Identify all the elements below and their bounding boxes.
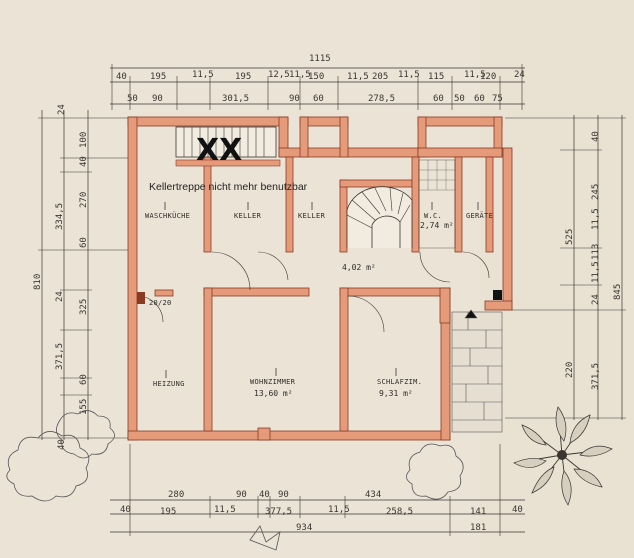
spiral-staircase [346,186,413,248]
room-schlafzim-area: 9,31 m² [379,389,413,398]
svg-text:220: 220 [565,362,575,378]
wc-tiles [418,159,456,249]
cross-marks: XX [196,133,242,168]
svg-text:434: 434 [365,490,381,500]
svg-text:60: 60 [313,94,324,104]
palm-tree-right [513,406,613,506]
svg-text:100: 100 [79,132,89,148]
basement-stairs: XX [175,126,281,168]
svg-text:11,5: 11,5 [398,70,420,80]
svg-text:60: 60 [79,374,89,385]
room-heizung: HEIZUNG [153,380,185,388]
svg-text:90: 90 [278,490,289,500]
svg-text:120: 120 [480,72,496,82]
svg-text:195: 195 [235,72,251,82]
svg-text:90: 90 [236,490,247,500]
svg-text:40: 40 [512,505,523,515]
svg-text:40: 40 [120,505,131,515]
room-waschkueche: WASCHKÜCHE [145,211,190,220]
svg-text:40: 40 [259,490,270,500]
svg-text:11,5: 11,5 [289,70,311,80]
svg-text:11,5: 11,5 [591,261,601,283]
svg-text:245: 245 [591,184,601,200]
svg-text:11,5: 11,5 [464,70,486,80]
room-keller-1: KELLER [234,212,262,220]
svg-text:50: 50 [127,94,138,104]
svg-text:278,5: 278,5 [368,94,395,104]
svg-text:270: 270 [79,192,89,208]
svg-text:11,5: 11,5 [328,505,350,515]
room-wohnzimmer-area: 13,60 m² [254,389,293,398]
tree-left [6,410,115,502]
label-ticks [164,202,479,378]
room-geraete: GERÄTE [466,211,493,220]
room-flur-area: 4,02 m² [342,263,376,272]
room-wc-area: 2,74 m² [420,221,454,230]
room-wc: W.C. [424,212,442,220]
svg-text:155: 155 [79,399,89,415]
svg-text:371,5: 371,5 [55,343,65,370]
door-swings [136,251,490,333]
svg-text:60: 60 [474,94,485,104]
svg-text:90: 90 [289,94,300,104]
svg-text:195: 195 [150,72,166,82]
chimney-size: 20/20 [149,299,172,307]
room-keller-2: KELLER [298,212,326,220]
dimension-bottom: 280 90 40 90 434 40 195 11,5 377,5 11,5 … [110,444,525,536]
svg-text:845: 845 [613,284,623,300]
svg-text:115: 115 [428,72,444,82]
svg-text:75: 75 [492,94,503,104]
svg-text:181: 181 [470,523,486,533]
svg-text:11,5: 11,5 [192,70,214,80]
svg-text:325: 325 [79,299,89,315]
svg-text:40: 40 [116,72,127,82]
svg-text:24: 24 [591,294,601,305]
svg-text:150: 150 [308,72,324,82]
svg-text:60: 60 [79,237,89,248]
svg-text:24: 24 [55,291,65,302]
svg-text:11,5: 11,5 [214,505,236,515]
dim-top-total: 1115 [309,54,331,64]
svg-text:50: 50 [454,94,465,104]
stone-path [451,309,503,433]
stairs-note: Kellertreppe nicht mehr benutzbar [149,181,308,193]
chimney [137,290,502,304]
dimension-right: 40 245 11,5 113 11,5 24 371,5 525 220 84… [505,115,626,420]
svg-text:24: 24 [514,70,525,80]
svg-text:205: 205 [372,72,388,82]
svg-text:90: 90 [152,94,163,104]
dimension-top: 1115 40 195 11,5 195 12,5 11,5 150 11,5 … [110,54,525,110]
svg-text:377,5: 377,5 [265,507,292,517]
room-schlafzim: SCHLAFZIM. [377,378,422,386]
svg-text:301,5: 301,5 [222,94,249,104]
svg-text:258,5: 258,5 [386,507,413,517]
svg-text:11,5: 11,5 [347,72,369,82]
svg-text:12,5: 12,5 [268,70,290,80]
room-wohnzimmer: WOHNZIMMER [250,378,296,386]
svg-text:24: 24 [57,104,67,115]
svg-text:141: 141 [470,507,486,517]
room-labels: WASCHKÜCHE KELLER KELLER W.C. 2,74 m² GE… [145,211,493,398]
svg-text:195: 195 [160,507,176,517]
svg-text:334,5: 334,5 [55,203,65,230]
svg-text:40: 40 [79,156,89,167]
tree-middle [249,443,464,551]
svg-text:934: 934 [296,523,312,533]
svg-text:525: 525 [565,229,575,245]
svg-text:113: 113 [591,244,601,260]
svg-text:810: 810 [33,274,43,290]
svg-text:40: 40 [591,131,601,142]
svg-text:11,5: 11,5 [591,208,601,230]
svg-text:60: 60 [433,94,444,104]
svg-text:280: 280 [168,490,184,500]
dimension-left: 810 334,5 24 371,5 24 100 40 270 60 325 … [33,104,130,450]
svg-text:371,5: 371,5 [591,363,601,390]
